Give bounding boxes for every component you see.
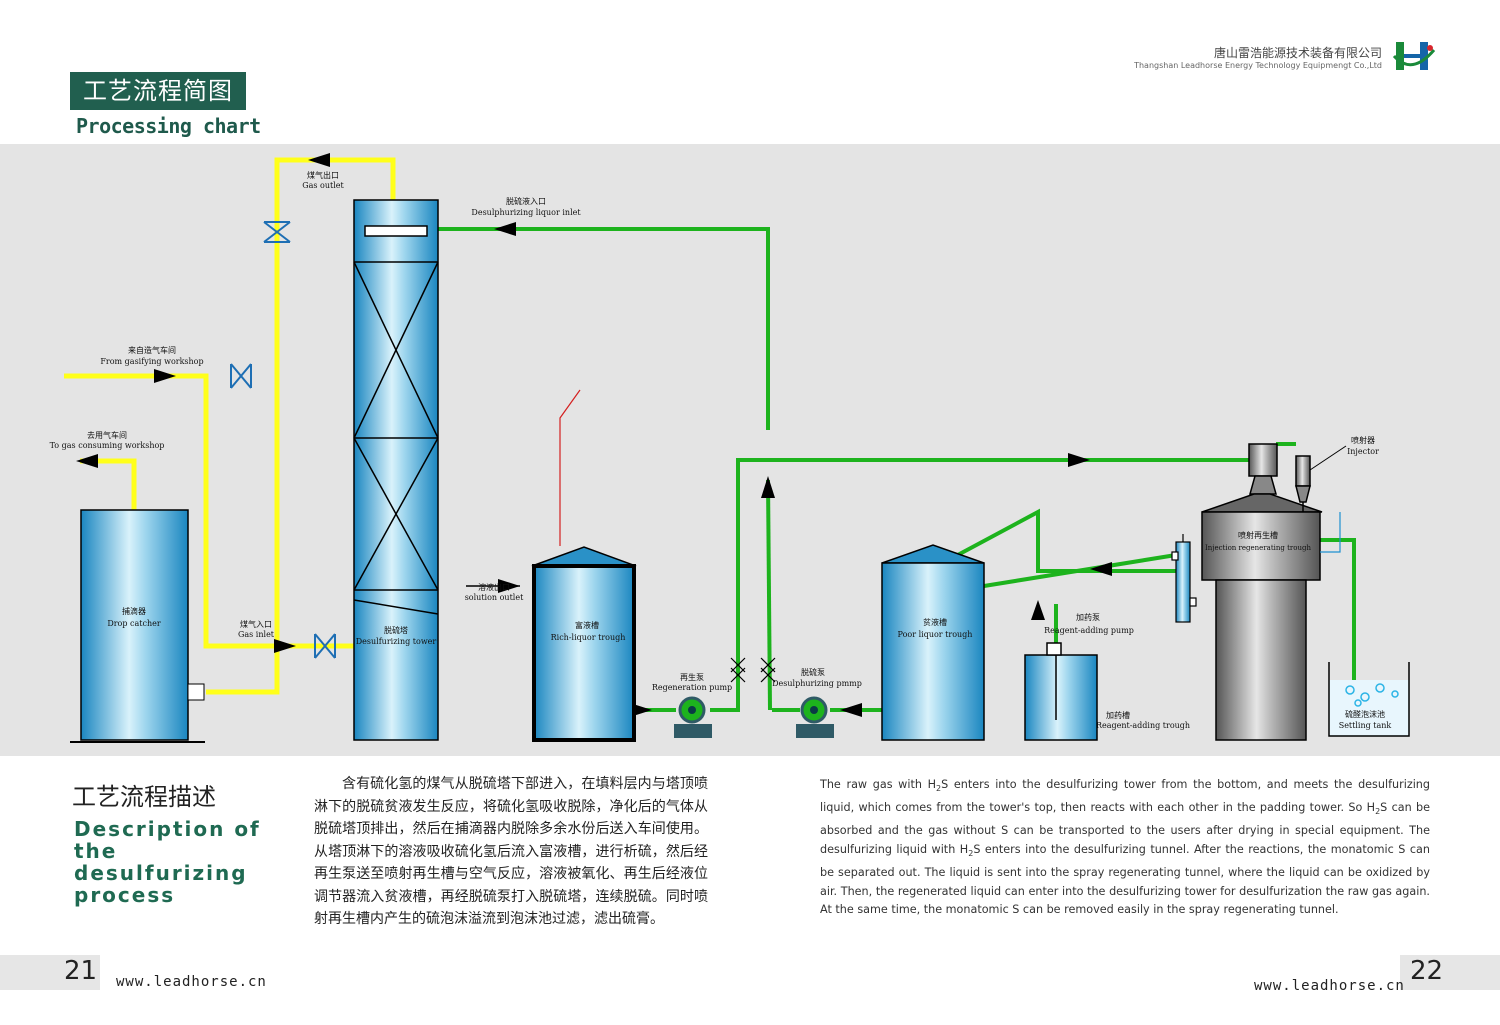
regeneration-pump (674, 696, 712, 738)
description-body-en: The raw gas with H2S enters into the des… (820, 776, 1430, 920)
poor-liquor-trough (881, 544, 985, 741)
label-settling-tank-cn: 硫醛泡沫池 (1345, 709, 1385, 719)
company-name-cn: 唐山雷浩能源技术装备有限公司 (1213, 46, 1382, 60)
label-liquor-inlet-cn: 脱硫液入口 (506, 196, 546, 206)
label-rich-trough-en: Rich-liquor trough (551, 633, 626, 642)
page-title-cn: 工艺流程简图 (70, 72, 246, 110)
drop-catcher (70, 509, 205, 743)
label-injector-en: Injector (1347, 447, 1379, 456)
label-reagent-pump-en: Reagent-adding pump (1044, 626, 1134, 635)
label-reagent-pump-cn: 加药泵 (1076, 612, 1100, 622)
label-injection-trough-cn: 喷射再生槽 (1238, 530, 1278, 540)
label-gas-inlet-en: Gas inlet (238, 630, 275, 639)
desulfurizing-tower (353, 199, 439, 741)
label-solution-outlet-cn: 溶液出口 (478, 582, 510, 592)
label-desulf-pump-cn: 脱硫泵 (801, 667, 825, 677)
description-title-en: Description of the desulfurizing process (74, 817, 261, 907)
injection-regenerating-trough (1201, 443, 1347, 741)
company-logo-icon (1392, 42, 1436, 70)
level-regulator (1171, 534, 1197, 623)
label-injector-cn: 喷射器 (1351, 435, 1375, 445)
reagent-adding-trough (1024, 642, 1098, 741)
label-poor-trough-cn: 贫液槽 (923, 617, 947, 627)
footer-band-right (1400, 955, 1500, 990)
label-rich-trough-cn: 富液槽 (575, 620, 599, 630)
desulphurizing-pump (796, 696, 834, 738)
label-tower-cn: 脱硫塔 (384, 625, 408, 635)
label-gas-outlet-en: Gas outlet (302, 181, 344, 190)
label-to-workshop-cn: 去用气车间 (87, 430, 127, 440)
label-reagent-trough-cn: 加药槽 (1106, 710, 1130, 720)
desc-en-sub-1: 2 (936, 784, 942, 794)
label-regen-pump-en: Regeneration pump (652, 683, 732, 692)
label-tower-en: Desulfurizing tower (356, 637, 437, 646)
label-desulf-pump-en: Desulphurizing pmmp (772, 679, 862, 688)
label-regen-pump-cn: 再生泵 (680, 672, 704, 682)
page-number-left: 21 (64, 956, 98, 986)
label-reagent-trough-en: Reagent-adding trough (1096, 721, 1190, 730)
rich-liquor-trough (531, 389, 637, 742)
label-gas-outlet-cn: 煤气出口 (307, 170, 339, 180)
company-name-en: Thangshan Leadhorse Energy Technology Eq… (1134, 61, 1382, 70)
label-to-workshop-en: To gas consuming workshop (50, 441, 165, 450)
label-liquor-inlet-en: Desulphurizing liquor inlet (471, 208, 581, 217)
desc-en-part-1: The raw gas with H (820, 778, 936, 791)
label-settling-tank-en: Settling tank (1339, 721, 1392, 730)
desc-en-part-3: S can be absorbed and the gas without S … (820, 801, 1430, 856)
label-from-workshop-cn: 来自造气车间 (128, 345, 176, 355)
desc-en-sub-2: 2 (1375, 807, 1381, 817)
label-injection-trough-en: Injection regenerating trough (1205, 544, 1311, 552)
footer-band-left (0, 955, 100, 990)
page-title-en: Processing chart (76, 114, 261, 138)
description-title-cn: 工艺流程描述 (72, 783, 216, 811)
process-flow-diagram: 煤气出口 Gas outlet 脱硫液入口 Desulphurizing liq… (0, 144, 1500, 756)
label-from-workshop-en: From gasifying workshop (100, 357, 203, 366)
desc-en-part-4: S enters into the desulfurizing tunnel. … (820, 842, 1431, 917)
description-body-cn: 含有硫化氢的煤气从脱硫塔下部进入，在填料层内与塔顶喷淋下的脱硫贫液发生反应，将硫… (314, 776, 708, 927)
label-drop-catcher-cn: 捕滴器 (122, 606, 146, 616)
desc-en-part-2: S enters into the desulfurizing tower fr… (820, 778, 1430, 815)
label-poor-trough-en: Poor liquor trough (898, 630, 973, 639)
desc-en-sub-3: 2 (968, 849, 974, 859)
label-drop-catcher-en: Drop catcher (107, 619, 161, 628)
label-gas-inlet-cn: 煤气入口 (240, 619, 272, 629)
settling-tank (1328, 662, 1410, 737)
page-number-right: 22 (1410, 956, 1444, 986)
label-solution-outlet-en: solution outlet (465, 593, 524, 602)
website-left: www.leadhorse.cn (116, 974, 267, 990)
website-right: www.leadhorse.cn (1254, 978, 1405, 994)
